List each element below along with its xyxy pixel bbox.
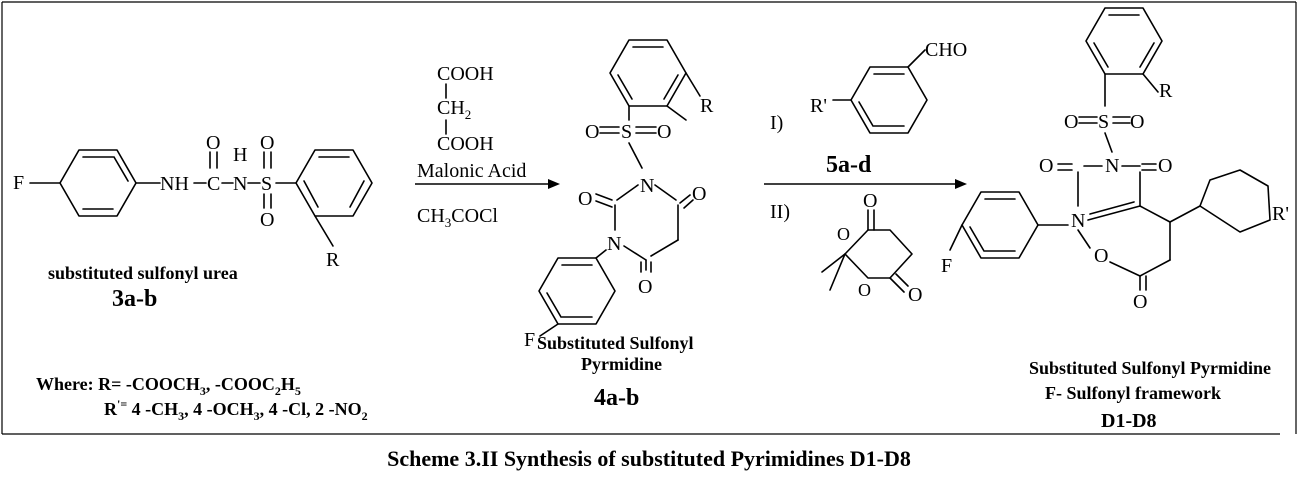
atom-o-s-left-4: O (585, 121, 599, 143)
compound-3-code: 3a-b (112, 286, 157, 312)
arrowhead-step-1 (548, 179, 560, 189)
atom-r-prime-aldehyde: R' (810, 95, 827, 117)
atom-o-urea: O (206, 132, 220, 154)
atom-s-4: S (621, 121, 632, 143)
product-code: D1-D8 (1101, 410, 1157, 432)
atom-o-c4-right: O (692, 183, 706, 205)
meldrums-acid-structure: O O O O (821, 190, 922, 306)
product-name-line1: Substituted Sulfonyl Pyrmidine (1029, 358, 1271, 378)
compound-4-code: 4a-b (594, 385, 639, 411)
product-name-line2: F- Sulfonyl framework (1045, 383, 1221, 403)
atom-f-3: F (13, 172, 24, 194)
malonic-acid-structure: COOH CH2 COOH (437, 63, 494, 155)
scheme-caption: Scheme 3.II Synthesis of substituted Pyr… (387, 446, 911, 471)
reagent-cooh-top: COOH (437, 63, 494, 85)
atom-o-lactone-carbonyl: O (1133, 291, 1147, 313)
atom-o-s-bottom-3: O (260, 209, 274, 231)
reagent-cooh-bottom: COOH (437, 133, 494, 155)
where-r-prime-line: R'= 4 -CH3, 4 -OCH3, 4 -Cl, 2 -NO2 (104, 397, 368, 423)
atom-o-product-right: O (1158, 155, 1172, 177)
atom-n-4-top: N (640, 175, 654, 197)
compound-4-name-line1: Substituted Sulfonyl (537, 333, 694, 353)
atom-r-product: R (1159, 80, 1173, 102)
atom-o-s-left-product: O (1064, 111, 1078, 133)
atom-n-4-bottom: N (607, 233, 621, 255)
compound-3-name: substituted sulfonyl urea (48, 263, 238, 283)
reagent-ch2: CH2 (437, 97, 471, 122)
arrowhead-step-2 (955, 179, 967, 189)
atom-o-ring-2: O (858, 280, 871, 300)
atom-c-3: C (207, 173, 220, 195)
atom-f-product: F (941, 255, 952, 277)
step-1-label: I) (770, 112, 783, 134)
atom-o-ring-product: O (1094, 245, 1108, 267)
atom-o-meldrum-top: O (863, 190, 877, 212)
atom-n-3: N (233, 173, 247, 195)
atom-s-3: S (261, 173, 272, 195)
compound-3-structure: F NH C O H N S O O R (13, 132, 373, 271)
atom-o-s-top-3: O (260, 132, 274, 154)
compound-4-structure: R S O O N O O N O F (524, 39, 714, 351)
reagent-acetyl-chloride: CH3COCl (417, 205, 498, 230)
reagent-5-code: 5a-d (826, 152, 872, 178)
atom-r-prime-product: R' (1272, 203, 1289, 225)
atom-o-meldrum-right: O (908, 284, 922, 306)
atom-o-s-right-product: O (1130, 111, 1144, 133)
step-2-label: II) (770, 201, 790, 223)
atom-o-ring-1: O (837, 224, 850, 244)
reagent-cho: CHO (925, 39, 967, 61)
atom-o-c6-bottom: O (638, 276, 652, 298)
reagent-malonic-acid: Malonic Acid (417, 160, 526, 182)
atom-f-4: F (524, 329, 535, 351)
atom-n-product-top: N (1105, 155, 1119, 177)
atom-h-3: H (233, 144, 247, 166)
where-r-line: Where: R= -COOCH3, -COOC2H5 (36, 374, 301, 398)
atom-o-s-right-4: O (657, 121, 671, 143)
atom-r-4: R (700, 95, 714, 117)
product-structure: R S O O N O O N O O R' (941, 7, 1289, 313)
atom-s-product: S (1098, 111, 1109, 133)
atom-n-product-bottom: N (1071, 210, 1085, 232)
benzaldehyde-structure: R' CHO (810, 39, 967, 134)
atom-o-c2-left: O (578, 188, 592, 210)
compound-4-name-line2: Pyrmidine (581, 354, 662, 374)
atom-o-product-left: O (1039, 155, 1053, 177)
atom-nh-3: NH (160, 173, 189, 195)
atom-r-3: R (326, 249, 340, 271)
